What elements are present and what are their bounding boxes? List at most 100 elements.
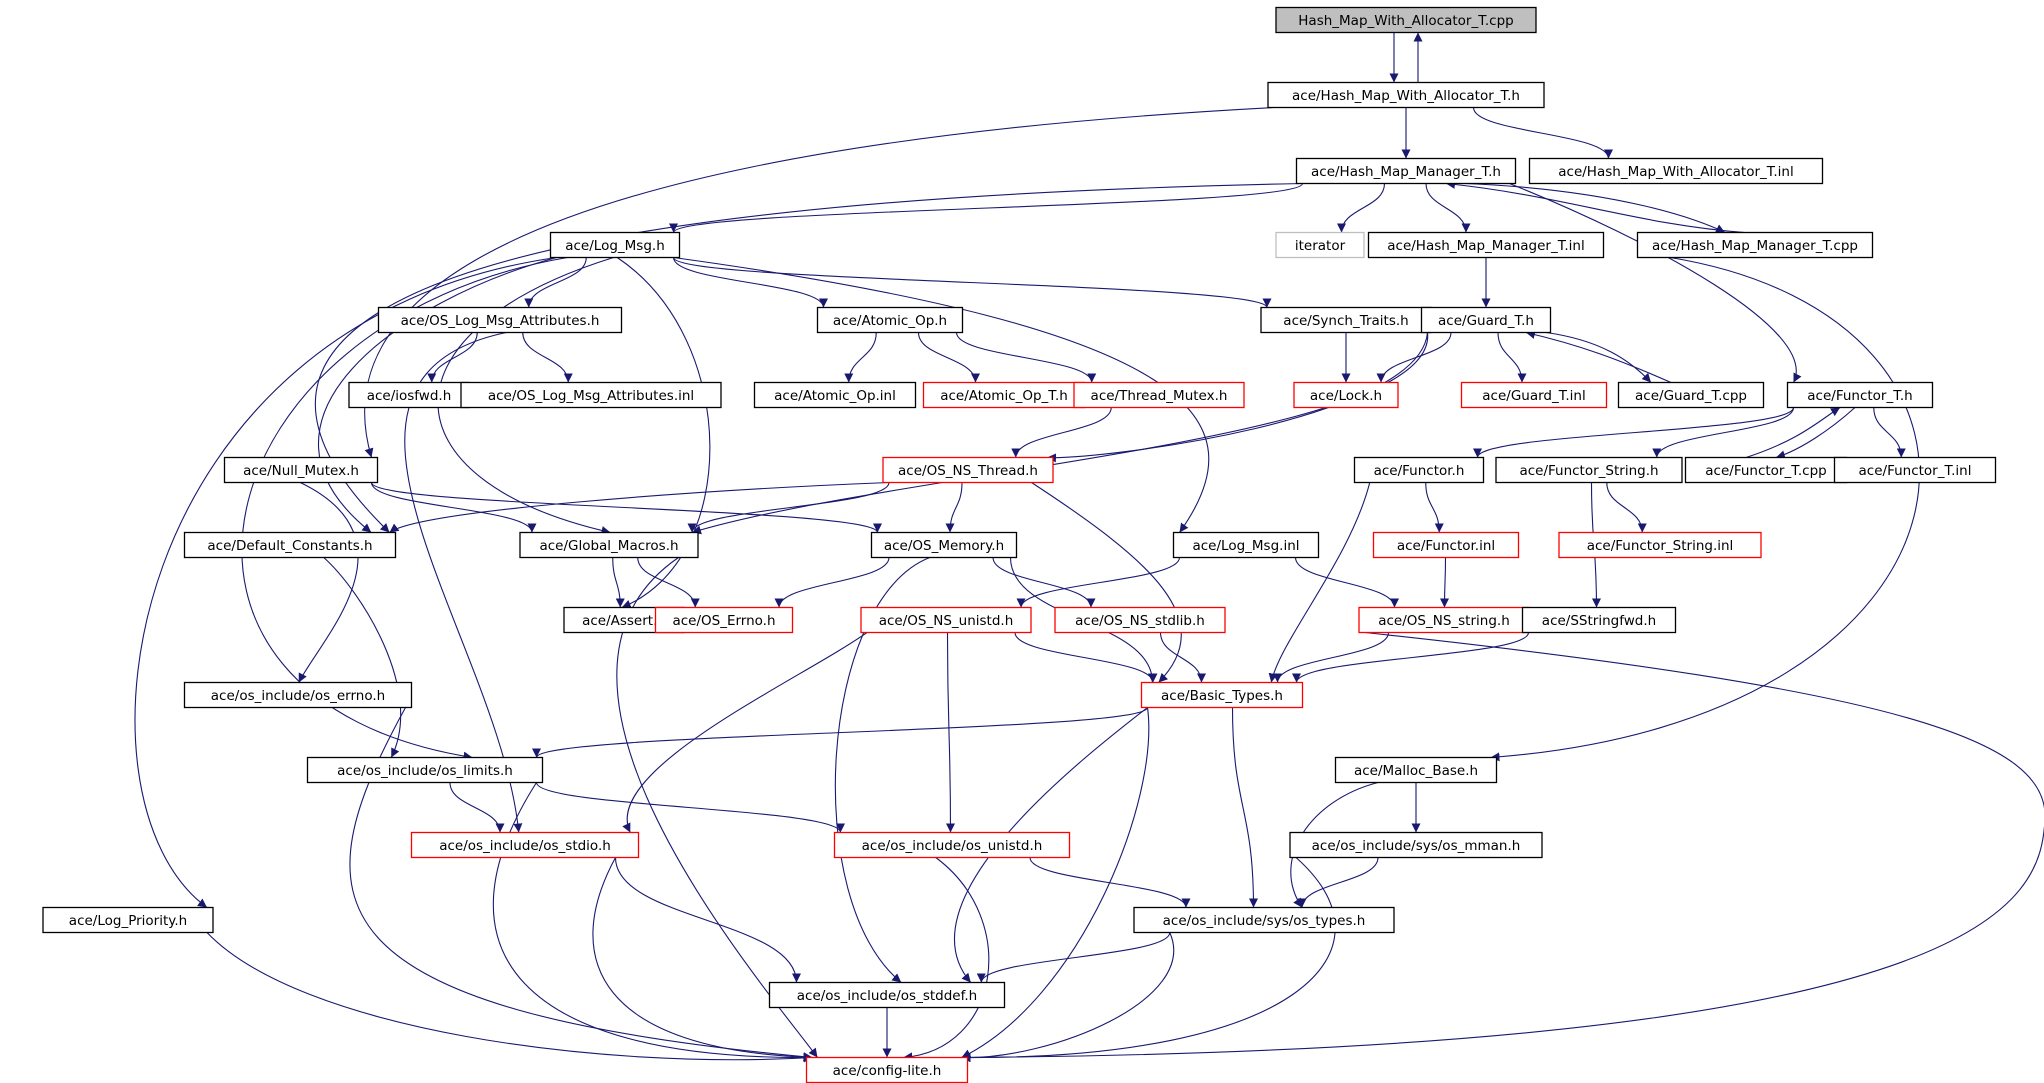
node-osinc_errno[interactable]: ace/os_include/os_errno.h	[183, 681, 413, 709]
node-hmwa_h[interactable]: ace/Hash_Map_With_Allocator_T.h	[1267, 81, 1545, 109]
node-logmsg_h[interactable]: ace/Log_Msg.h	[549, 231, 681, 259]
edge-line	[1545, 331, 1652, 383]
node-osinc_stddef[interactable]: ace/os_include/os_stddef.h	[768, 981, 1006, 1009]
node-osmemory[interactable]: ace/OS_Memory.h	[870, 531, 1018, 559]
node-label: ace/Synch_Traits.h	[1283, 313, 1408, 329]
node-functor_t[interactable]: ace/Functor_T.h	[1786, 381, 1934, 409]
node-osinc_stdio[interactable]: ace/os_include/os_stdio.h	[410, 831, 640, 859]
edge-line	[449, 782, 505, 833]
node-osnsstdlib[interactable]: ace/OS_NS_stdlib.h	[1054, 606, 1226, 634]
node-functor_h[interactable]: ace/Functor.h	[1353, 456, 1485, 484]
node-osinc_limits[interactable]: ace/os_include/os_limits.h	[306, 756, 544, 784]
node-globmacros[interactable]: ace/Global_Macros.h	[519, 531, 699, 559]
node-thrmutex[interactable]: ace/Thread_Mutex.h	[1073, 381, 1245, 409]
node-label: ace/Functor_String.h	[1519, 463, 1658, 479]
node-box	[1372, 531, 1520, 559]
node-label: ace/Functor_T.inl	[1859, 463, 1972, 479]
node-label: ace/Default_Constants.h	[207, 538, 372, 554]
node-osnsunistd[interactable]: ace/OS_NS_unistd.h	[860, 606, 1032, 634]
edge-osinc_types-to-configlite	[961, 932, 1175, 1063]
node-hmm_h[interactable]: ace/Hash_Map_Manager_T.h	[1295, 157, 1517, 185]
edge-osnsthread-to-osmemory	[945, 482, 963, 533]
node-configlite[interactable]: ace/config-lite.h	[805, 1056, 969, 1083]
node-sstringfwd[interactable]: ace/SStringfwd.h	[1521, 606, 1677, 634]
node-label: ace/Hash_Map_With_Allocator_T.h	[1292, 88, 1520, 104]
node-synch_h[interactable]: ace/Synch_Traits.h	[1260, 306, 1432, 334]
edge-line	[1490, 256, 1920, 762]
node-label: ace/Hash_Map_Manager_T.cpp	[1652, 238, 1858, 254]
node-label: ace/Null_Mutex.h	[243, 463, 359, 479]
node-logprio[interactable]: ace/Log_Priority.h	[42, 906, 214, 934]
node-label: ace/Functor_String.inl	[1587, 538, 1734, 554]
node-guard_cpp[interactable]: ace/Guard_T.cpp	[1617, 381, 1765, 409]
edge-line	[1509, 182, 1802, 383]
edge-line	[1231, 707, 1258, 908]
edge-line	[206, 932, 813, 1063]
node-iosfwd[interactable]: ace/iosfwd.h	[348, 381, 470, 409]
node-defconst[interactable]: ace/Default_Constants.h	[183, 531, 397, 559]
edge-line	[522, 332, 573, 383]
node-iterator[interactable]: iterator	[1275, 231, 1365, 259]
node-oslma_h[interactable]: ace/OS_Log_Msg_Attributes.h	[377, 306, 623, 334]
node-box	[1495, 456, 1683, 484]
edge-osinc_mman-to-configlite	[961, 857, 1336, 1063]
node-functor_str[interactable]: ace/Functor_String.h	[1495, 456, 1683, 484]
edge-osinc_limits-to-osinc_unistd	[535, 782, 845, 833]
edge-line	[903, 857, 990, 1062]
node-oserrno[interactable]: ace/OS_Errno.h	[654, 606, 794, 634]
node-box	[654, 606, 794, 634]
edge-functor_t-to-functor_str	[1652, 407, 1795, 458]
node-functor_strinl[interactable]: ace/Functor_String.inl	[1558, 531, 1762, 559]
node-box	[1140, 681, 1304, 709]
node-lock_h[interactable]: ace/Lock.h	[1293, 381, 1399, 409]
node-box	[1528, 157, 1824, 185]
node-box	[1617, 381, 1765, 409]
node-functor_inl[interactable]: ace/Functor.inl	[1372, 531, 1520, 559]
edge-osnsunistd-to-osinc_unistd	[945, 632, 955, 833]
node-guard_h[interactable]: ace/Guard_T.h	[1420, 306, 1552, 334]
node-nullmutex[interactable]: ace/Null_Mutex.h	[223, 456, 379, 484]
edge-line	[1029, 857, 1191, 908]
node-hmm_inl[interactable]: ace/Hash_Map_Manager_T.inl	[1367, 231, 1605, 259]
node-functor_tcpp[interactable]: ace/Functor_T.cpp	[1684, 456, 1848, 484]
node-box	[1358, 606, 1530, 634]
node-atomic_h[interactable]: ace/Atomic_Op.h	[816, 306, 964, 334]
node-box	[377, 306, 623, 334]
node-label: ace/Assert.h	[582, 613, 666, 629]
node-root[interactable]: Hash_Map_With_Allocator_T.cpp	[1275, 6, 1537, 34]
node-oslma_inl[interactable]: ace/OS_Log_Msg_Attributes.inl	[460, 381, 722, 409]
edge-line	[370, 482, 882, 533]
edge-hmm_h-to-iterator	[1337, 183, 1386, 233]
node-box	[460, 381, 722, 409]
edge-nullmutex-to-osmemory	[370, 482, 882, 533]
node-atomic_t[interactable]: ace/Atomic_Op_T.h	[922, 381, 1086, 409]
node-atomic_inl[interactable]: ace/Atomic_Op.inl	[753, 381, 917, 409]
edge-line	[323, 557, 402, 758]
node-osnsstring[interactable]: ace/OS_NS_string.h	[1358, 606, 1530, 634]
node-logmsg_inl[interactable]: ace/Log_Msg.inl	[1172, 531, 1320, 559]
node-label: ace/OS_Memory.h	[884, 538, 1004, 554]
node-guard_inl[interactable]: ace/Guard_T.inl	[1460, 381, 1608, 409]
node-functor_tinl[interactable]: ace/Functor_T.inl	[1833, 456, 1997, 484]
node-osinc_unistd[interactable]: ace/os_include/os_unistd.h	[833, 831, 1071, 859]
node-hmm_cpp[interactable]: ace/Hash_Map_Manager_T.cpp	[1636, 231, 1874, 259]
node-osinc_mman[interactable]: ace/os_include/sys/os_mman.h	[1289, 831, 1543, 859]
edge-line	[917, 332, 980, 383]
node-box	[1420, 306, 1552, 334]
node-box	[410, 831, 640, 859]
node-mallocbase[interactable]: ace/Malloc_Base.h	[1334, 756, 1498, 784]
edge-osnsstdlib-to-basictypes	[1159, 632, 1206, 683]
edge-atomic_h-to-thrmutex	[955, 332, 1097, 383]
node-label: ace/OS_NS_unistd.h	[879, 613, 1014, 629]
edge-line	[992, 557, 1096, 608]
node-basictypes[interactable]: ace/Basic_Types.h	[1140, 681, 1304, 709]
node-box	[223, 456, 379, 484]
edge-osinc_unistd-to-configlite	[903, 857, 990, 1062]
edge-hmwa_h-to-hmwa_inl	[1472, 107, 1613, 159]
node-osnsthread[interactable]: ace/OS_NS_Thread.h	[882, 456, 1054, 484]
node-hmwa_inl[interactable]: ace/Hash_Map_With_Allocator_T.inl	[1528, 157, 1824, 185]
edge-line	[314, 182, 1303, 533]
node-osinc_types[interactable]: ace/os_include/sys/os_types.h	[1133, 906, 1395, 934]
edge-line	[1046, 332, 1429, 463]
node-box	[1353, 456, 1485, 484]
